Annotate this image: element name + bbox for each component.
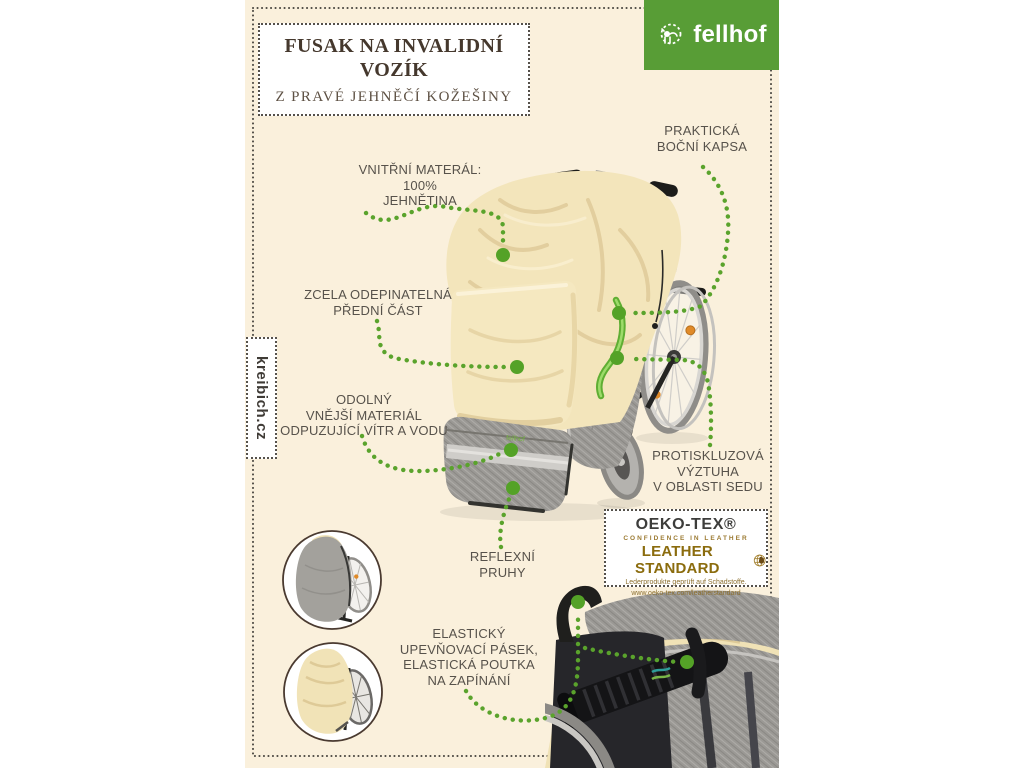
callout-outer-material: ODOLNÝ VNĚJŠÍ MATERIÁL ODPUZUJÍCÍ VÍTR A…: [280, 392, 448, 438]
oeko-tex-tagline: CONFIDENCE IN LEATHER: [623, 535, 749, 542]
callout-anti-slip: PROTISKLUZOVÁ VÝZTUHA V OBLASTI SEDU: [652, 448, 764, 494]
leather-standard-label: LEATHER STANDARD: [634, 543, 720, 577]
brand-name: fellhof: [693, 21, 767, 48]
thumbnail-circle-fleece: [283, 642, 383, 742]
closeup-photo: [545, 585, 779, 768]
product-logo-text: fellhof: [506, 435, 525, 443]
trail-inner-material: [363, 203, 506, 246]
globe-icon: [753, 554, 766, 566]
dotted-frame-border: [252, 7, 772, 757]
thumbnail-circle-grey: [282, 530, 382, 630]
callout-reflective: REFLEXNÍ PRUHY: [469, 549, 536, 580]
fabric-logo-waves: [651, 666, 671, 681]
trail-side-pocket: [629, 164, 731, 316]
page-title: FUSAK NA INVALIDNÍ VOZÍK: [284, 34, 504, 81]
callout-side-pocket: PRAKTICKÁ BOČNÍ KAPSA: [656, 123, 748, 154]
oeko-tex-brand: OEKO-TEX®: [635, 516, 737, 533]
trail-elastic-b: [582, 645, 681, 665]
title-box: FUSAK NA INVALIDNÍ VOZÍK Z PRAVÉ JEHNĚČÍ…: [258, 23, 530, 116]
oeko-tex-certification-box: OEKO-TEX® CONFIDENCE IN LEATHER LEATHER …: [604, 509, 768, 597]
callout-elastic: ELASTICKÝ UPEVŇOVACÍ PÁSEK, ELASTICKÁ PO…: [399, 626, 539, 688]
callout-front-part: ZCELA ODEPINATELNÁ PŘEDNÍ ČÁST: [304, 287, 452, 318]
sheep-logo-icon: [660, 23, 682, 45]
handle-hook: [556, 585, 602, 642]
trail-elastic-a: [463, 611, 581, 723]
page-subtitle: Z PRAVÉ JEHNĚČÍ KOŽEŠINY: [275, 88, 513, 105]
callout-endpoint-dots: [496, 248, 694, 669]
trail-reflective: [498, 491, 514, 550]
footmuff-outer-shell: fellhof: [443, 416, 574, 513]
trail-outer-material: [359, 433, 506, 474]
kreibich-side-tab: kreibich.cz: [246, 337, 277, 459]
callout-inner-material: VNITŘNÍ MATERÁL: 100% JEHNĚTINA: [358, 162, 482, 208]
oeko-tex-url: www.oeko-tex.com/leatherstandard: [631, 589, 741, 597]
wheelchair-wheel: [639, 280, 716, 434]
brand-badge: fellhof: [644, 0, 779, 70]
wheel-reflector: [685, 325, 696, 336]
trail-front-part: [374, 318, 508, 370]
footmuff-front-flap: [450, 281, 578, 427]
callout-trails: [359, 164, 731, 723]
oeko-tex-note: Lederprodukte geprüft auf Schadstoffe.: [625, 579, 747, 586]
